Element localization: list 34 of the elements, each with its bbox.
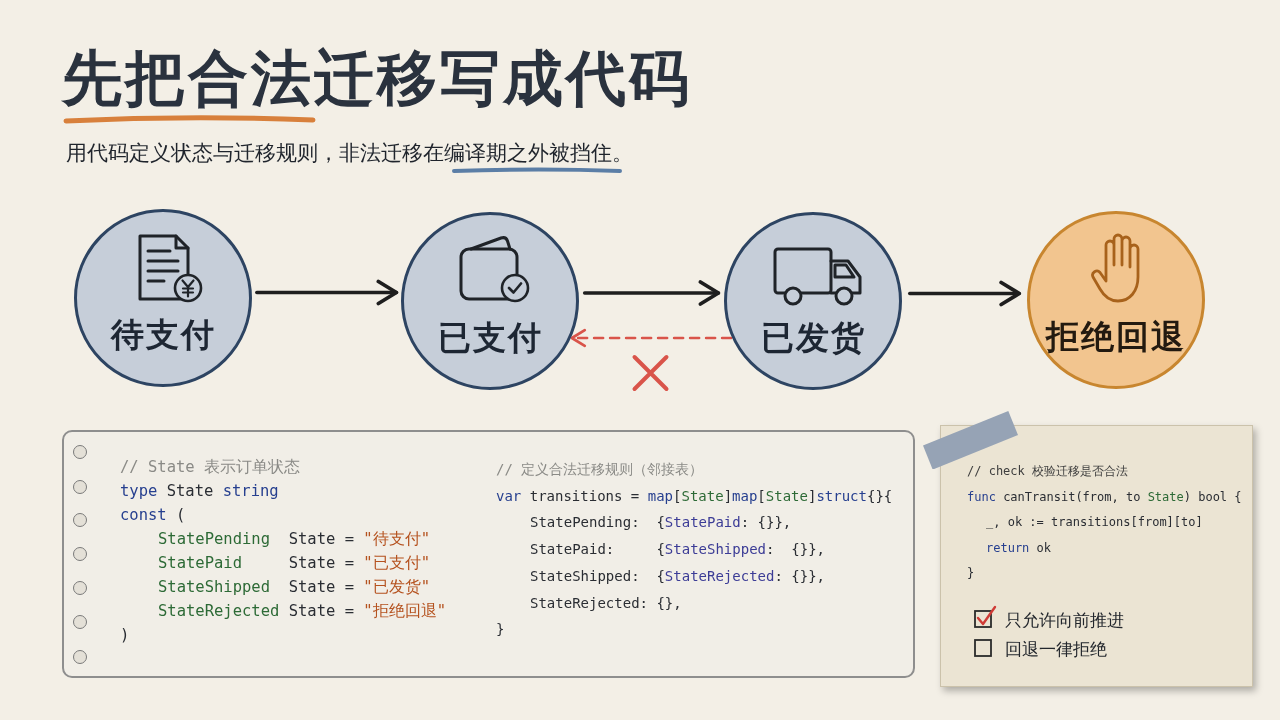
code-line: ) xyxy=(120,625,130,646)
code-line: const ( xyxy=(120,505,186,526)
sticky-note xyxy=(940,425,1253,687)
code-line: _, ok := transitions[from][to] xyxy=(986,514,1203,531)
code-comment: // 定义合法迁移规则（邻接表） xyxy=(496,460,704,479)
dashed-arrow xyxy=(570,328,733,348)
code-line: StatePaid State = "已支付" xyxy=(158,553,430,574)
code-line: } xyxy=(496,620,505,640)
checklist-item: 回退一律拒绝 xyxy=(1005,638,1107,661)
code-line: type State string xyxy=(120,481,279,502)
arrow xyxy=(908,280,1022,307)
code-line: StateShipped: {StateRejected: {}}, xyxy=(530,566,825,586)
code-line: } xyxy=(967,565,975,582)
checklist-item: 只允许向前推进 xyxy=(1005,609,1124,632)
state-label: 待支付 xyxy=(110,314,216,356)
state-label: 已支付 xyxy=(437,317,543,359)
title: 先把合法迁移写成代码 xyxy=(62,42,692,115)
state-label: 拒绝回退 xyxy=(1046,316,1186,358)
code-comment: // check 校验迁移是否合法 xyxy=(967,463,1129,480)
code-line: StateShipped State = "已发货" xyxy=(158,577,430,598)
code-line: return ok xyxy=(986,539,1052,557)
code-line: StatePaid: {StateShipped: {}}, xyxy=(530,540,826,560)
code-line: var transitions = map[State]map[State]struct{}{ xyxy=(496,486,893,506)
arrow xyxy=(582,280,721,306)
code-line: StatePending: {StatePaid: {}}, xyxy=(530,513,792,533)
code-comment: // State 表示订单状态 xyxy=(120,457,300,478)
code-panel xyxy=(62,430,915,678)
code-line: StateRejected State = "拒绝回退" xyxy=(158,601,446,622)
arrow xyxy=(255,279,399,306)
code-line: StatePending State = "待支付" xyxy=(158,529,430,550)
state-label: 已发货 xyxy=(760,317,866,359)
code-line: func canTransit(from, to State) bool { xyxy=(967,488,1242,506)
code-line: StateRejected: {}, xyxy=(530,593,682,613)
subtitle: 用代码定义状态与迁移规则，非法迁移在编译期之外被挡住。 xyxy=(66,140,633,167)
